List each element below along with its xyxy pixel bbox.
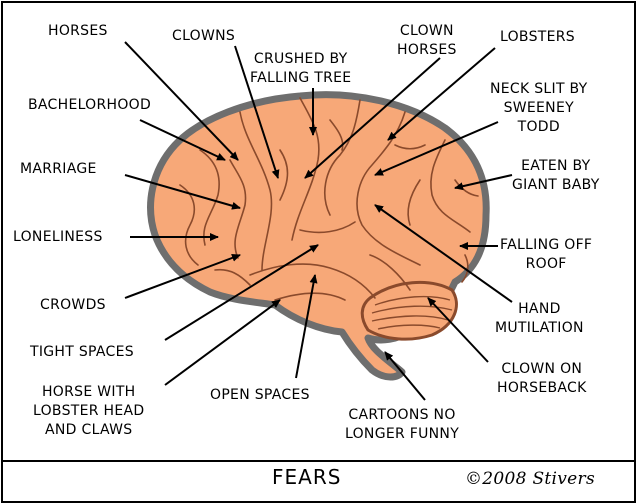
leader-clown-horseback — [427, 297, 489, 363]
leader-lines — [124, 41, 513, 401]
label-eaten-by-giant-baby: EATEN BY GIANT BABY — [512, 158, 600, 193]
leader-clown-horses — [304, 57, 441, 179]
leader-marriage — [124, 174, 241, 210]
leader-neck-slit — [374, 121, 499, 176]
leader-hand-mutilation — [374, 204, 513, 303]
leader-crowds — [124, 254, 241, 299]
leader-horses — [124, 41, 239, 161]
label-loneliness: LONELINESS — [13, 229, 103, 245]
label-crowds: CROWDS — [40, 297, 106, 313]
label-marriage: MARRIAGE — [20, 161, 97, 177]
leader-lobsters — [387, 47, 496, 141]
label-cartoons-no-longer-funny: CARTOONS NO LONGER FUNNY — [345, 407, 460, 442]
cartoon-title: FEARS — [272, 465, 342, 489]
label-open-spaces: OPEN SPACES — [210, 387, 310, 403]
leader-open-spaces — [295, 274, 318, 379]
leader-clowns — [234, 45, 280, 179]
label-clown-horses: CLOWN HORSES — [397, 23, 457, 58]
footer-divider — [3, 460, 634, 462]
label-horses: HORSES — [48, 23, 108, 39]
leader-tight-spaces — [164, 244, 319, 341]
label-neck-slit: NECK SLIT BY SWEENEY TODD — [490, 81, 588, 135]
leader-cartoons — [384, 351, 426, 401]
label-crushed-by-falling-tree: CRUSHED BY FALLING TREE — [250, 51, 352, 86]
label-lobsters: LOBSTERS — [500, 29, 575, 45]
label-clown-on-horseback: CLOWN ON HORSEBACK — [497, 361, 587, 396]
label-tight-spaces: TIGHT SPACES — [30, 344, 134, 360]
leader-giant-baby — [454, 174, 513, 191]
leader-horse-lobster — [164, 299, 281, 386]
brain-folds — [179, 97, 479, 301]
label-horse-with-lobster-head: HORSE WITH LOBSTER HEAD AND CLAWS — [33, 384, 145, 438]
label-falling-off-roof: FALLING OFF ROOF — [500, 237, 593, 272]
cerebellum-ridges — [371, 295, 453, 330]
leader-bachelorhood — [139, 119, 226, 161]
label-hand-mutilation: HAND MUTILATION — [495, 301, 584, 336]
label-clowns: CLOWNS — [172, 28, 236, 44]
label-bachelorhood: BACHELORHOOD — [28, 97, 152, 113]
copyright-credit: ©2008 Stivers — [465, 469, 595, 489]
